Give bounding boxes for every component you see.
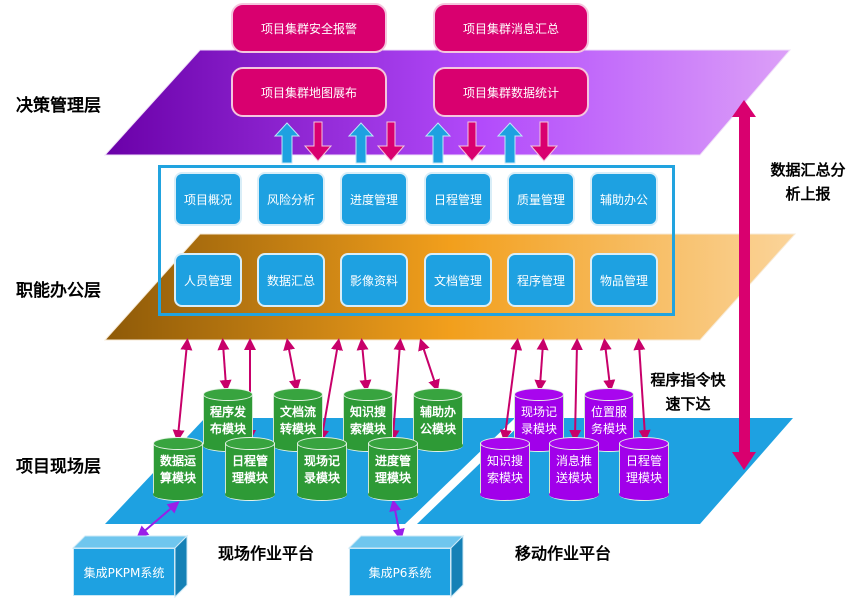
- site-module-cylinder: 数据运 算模块: [153, 437, 203, 501]
- module-label: 知识搜 索模块: [349, 405, 386, 436]
- office-box: 影像资料: [340, 253, 408, 307]
- site-module-cylinder: 现场记 录模块: [297, 437, 347, 501]
- module-label: 位置服 务模块: [590, 405, 627, 436]
- connector: [217, 338, 232, 392]
- site-connectors: [172, 338, 651, 442]
- connector: [283, 338, 301, 392]
- decision-box-data-statistics: 项目集群数据统计: [433, 67, 589, 117]
- site-module-cylinder: 日程管 理模块: [225, 437, 275, 501]
- mobile-module-cylinder: 消息推 送模块: [549, 437, 599, 501]
- office-box: 风险分析: [257, 172, 325, 226]
- connector: [136, 501, 180, 538]
- decision-box-map-display: 项目集群地图展布: [231, 67, 387, 117]
- downward-command-annotation: 程序指令快 速下达: [650, 371, 726, 413]
- pkpm-system-label: 集成PKPM系统: [73, 548, 175, 596]
- p6-system-box: 集成P6系统: [349, 536, 463, 596]
- down-arrow-icon: [529, 121, 559, 162]
- office-box: 数据汇总: [257, 253, 325, 307]
- office-module-frame: [158, 165, 675, 316]
- connector: [599, 338, 616, 392]
- connector: [534, 338, 549, 392]
- office-box: 人员管理: [174, 253, 242, 307]
- layer-label-site: 项目现场层: [16, 457, 101, 477]
- module-label: 知识搜 索模块: [486, 454, 523, 485]
- connector: [387, 338, 406, 442]
- connector: [633, 338, 651, 442]
- office-box: 进度管理: [340, 172, 408, 226]
- layer-label-decision: 决策管理层: [16, 96, 101, 116]
- module-label: 日程管 理模块: [231, 454, 268, 485]
- mobile-platform-label: 移动作业平台: [515, 544, 612, 563]
- down-arrow-icon: [457, 121, 487, 162]
- site-module-cylinder: 进度管 理模块: [368, 437, 418, 501]
- p6-box-shape: [347, 534, 465, 599]
- up-arrow-icon: [347, 122, 375, 164]
- module-label: 现场记 录模块: [303, 454, 340, 485]
- module-label: 文档流 转模块: [279, 405, 316, 436]
- module-label: 消息推 送模块: [555, 454, 592, 485]
- office-box: 程序管理: [507, 253, 575, 307]
- connector: [499, 338, 523, 442]
- down-arrow-icon: [303, 121, 333, 162]
- pkpm-box-shape: [71, 534, 189, 599]
- down-arrow-icon: [376, 121, 406, 162]
- module-label: 进度管 理模块: [374, 454, 411, 485]
- module-label: 现场记 录模块: [520, 405, 557, 436]
- module-label: 程序发 布模块: [209, 405, 246, 436]
- module-label: 数据运 算模块: [159, 454, 196, 485]
- connector: [569, 338, 583, 442]
- mobile-module-cylinder: 日程管 理模块: [619, 437, 669, 501]
- connector: [317, 338, 343, 442]
- up-arrow-icon: [496, 122, 524, 164]
- module-label: 辅助办 公模块: [419, 405, 456, 436]
- mobile-module-cylinder: 知识搜 索模块: [480, 437, 530, 501]
- decision-box-message-summary: 项目集群消息汇总: [433, 3, 589, 53]
- connector: [389, 499, 405, 541]
- office-box: 项目概况: [174, 172, 242, 226]
- report-command-arrow: [732, 100, 756, 470]
- site-module-cylinder: 辅助办 公模块: [413, 388, 463, 452]
- up-arrow-icon: [273, 122, 301, 164]
- pkpm-system-box: 集成PKPM系统: [73, 536, 187, 596]
- office-box: 文档管理: [424, 253, 492, 307]
- connector: [172, 338, 193, 442]
- connector: [356, 338, 372, 392]
- module-label: 日程管 理模块: [625, 454, 662, 485]
- office-box: 质量管理: [507, 172, 575, 226]
- decision-office-arrows: [273, 121, 559, 164]
- layer-label-office: 职能办公层: [16, 281, 101, 301]
- office-box: 日程管理: [424, 172, 492, 226]
- p6-system-label: 集成P6系统: [349, 548, 451, 596]
- mobile-module-cylinder: 位置服 务模块: [584, 388, 634, 452]
- up-arrow-icon: [424, 122, 452, 164]
- site-platform-label: 现场作业平台: [218, 544, 315, 563]
- connector: [418, 338, 440, 392]
- system-connectors: [136, 499, 405, 541]
- decision-box-security-alarm: 项目集群安全报警: [231, 3, 387, 53]
- office-box: 辅助办公: [590, 172, 658, 226]
- upward-report-annotation: 数据汇总分 析上报: [770, 161, 846, 203]
- office-box: 物品管理: [590, 253, 658, 307]
